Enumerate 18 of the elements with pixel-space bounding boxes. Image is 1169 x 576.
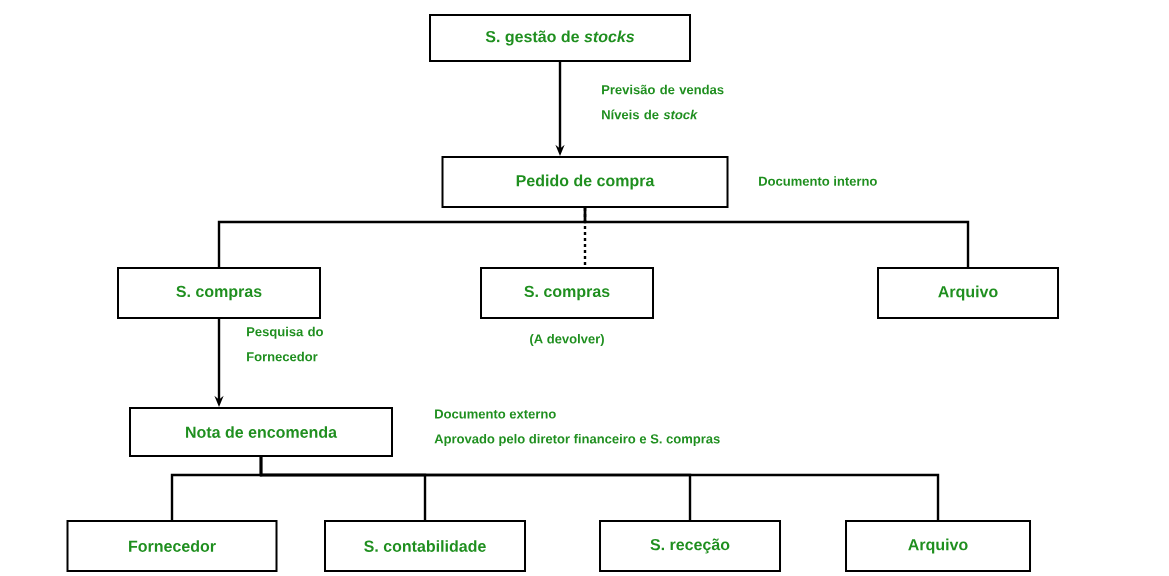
process-box: Pedido de compra [441,156,729,208]
side-note: Documento externo [435,409,556,419]
process-box: S. compras [480,267,654,319]
process-box: S. receção [599,520,781,572]
process-box: Arquivo [845,520,1031,572]
process-box: Fornecedor [66,520,278,572]
connector [583,208,970,267]
process-box: Arquivo [877,267,1059,319]
side-note: Documento interno [759,176,877,186]
process-box: Nota de encomenda [129,407,393,457]
edge-label: Previsão de vendas Níveis de stock [602,84,724,120]
connector [259,457,940,520]
side-note: Aprovado pelo diretor financeiro e S. compras [434,433,720,447]
process-box: S. compras [117,267,321,319]
side-note: (A devolver) [530,333,604,347]
edge-label: Pesquisa do Fornecedor [247,326,323,362]
process-box: S. gestão de stocks [429,14,691,62]
process-box: S. contabilidade [324,520,526,572]
